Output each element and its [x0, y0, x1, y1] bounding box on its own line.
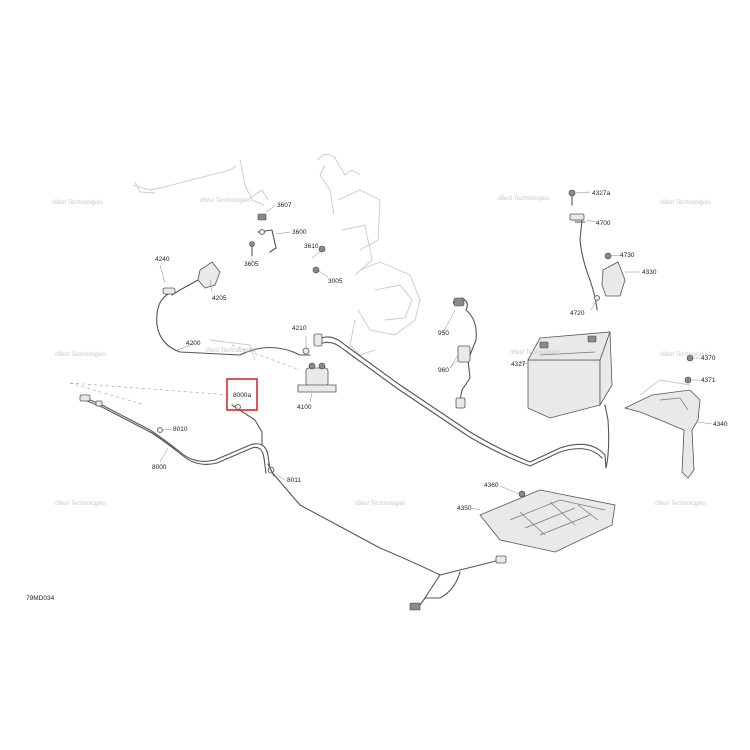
screw-4371 — [684, 376, 700, 384]
callout-4360: 4360 — [484, 482, 499, 489]
callout-4327a: 4327a — [592, 190, 610, 197]
callout-4330: 4330 — [642, 269, 657, 276]
callout-labels: 3607 3600 3610 3605 3005 4240 4205 4210 … — [26, 190, 728, 602]
watermark: rBest Technologies — [660, 352, 711, 358]
callout-3607: 3607 — [277, 202, 292, 209]
screw-3605 — [249, 241, 255, 257]
callout-4720: 4720 — [570, 310, 585, 317]
clip-8011 — [267, 463, 275, 477]
callout-8000: 8000 — [152, 464, 167, 471]
watermark: rBest Technologies — [655, 501, 706, 507]
callout-4205: 4205 — [212, 295, 227, 302]
watermark: rBest Technologies — [498, 196, 549, 202]
cover-4330 — [601, 261, 640, 297]
watermark: rBest Technologies — [660, 200, 711, 206]
callout-4370: 4370 — [701, 355, 716, 362]
callout-8000a: 8000a — [233, 392, 251, 399]
watermarks: rBest Technologies rBest Technologies rB… — [52, 196, 711, 507]
leader-lines — [159, 251, 459, 481]
callout-4240: 4240 — [155, 256, 170, 263]
callout-4350: 4350 — [457, 505, 472, 512]
callout-4200: 4200 — [186, 340, 201, 347]
sensor-harness-950 — [453, 297, 477, 409]
callout-950: 950 — [438, 330, 449, 337]
callout-4340: 4340 — [713, 421, 728, 428]
watermark: rBest Technologies — [52, 200, 103, 206]
battery-cable — [313, 333, 610, 469]
watermark: rBest Technologies — [205, 348, 256, 354]
battery-4327 — [518, 331, 613, 419]
cable-4200 — [156, 287, 311, 356]
screw-4370 — [686, 354, 700, 362]
callout-4371: 4371 — [701, 377, 716, 384]
nut-4730 — [604, 252, 621, 260]
tray-4350 — [471, 489, 616, 553]
drawing-code: 79MD034 — [26, 595, 55, 602]
callout-4700: 4700 — [596, 220, 611, 227]
assembly-guide-lines — [69, 344, 301, 406]
nut-3610 — [318, 245, 326, 253]
watermark: rBest Technologies — [55, 352, 106, 358]
nut-3005 — [312, 266, 329, 278]
callout-8010: 8010 — [173, 426, 188, 433]
terminal-4210 — [302, 336, 310, 355]
callout-8011: 8011 — [287, 477, 301, 484]
callout-960: 960 — [438, 367, 449, 374]
cable-4700 — [569, 213, 598, 311]
ghost-frame — [132, 154, 691, 396]
callout-3600: 3600 — [292, 229, 307, 236]
clip-8010 — [157, 427, 173, 433]
harness-8000 — [79, 394, 507, 611]
callout-3005: 3005 — [328, 278, 343, 285]
strap-4720 — [590, 295, 600, 311]
watermark: rBest Technologies — [355, 501, 406, 507]
watermark: rBest Technologies — [200, 198, 251, 204]
clip-8000a — [235, 404, 241, 410]
solenoid-4100 — [297, 362, 337, 403]
bolt-4360 — [499, 485, 526, 498]
fastener-3607 — [257, 204, 277, 221]
callout-4210: 4210 — [292, 325, 307, 332]
callout-4100: 4100 — [297, 404, 312, 411]
bolt-4327a — [568, 189, 591, 206]
callout-3610: 3610 — [304, 243, 319, 250]
watermark: rBest Technologies — [55, 501, 106, 507]
boot-4205 — [179, 261, 221, 291]
callout-3605: 3605 — [244, 261, 259, 268]
highlight-box[interactable] — [226, 378, 258, 411]
bracket-3600 — [257, 229, 291, 253]
connector-960 — [449, 345, 471, 369]
callout-4327: 4327 — [511, 361, 526, 368]
watermark: rBest Technologies — [510, 350, 561, 356]
callout-4730: 4730 — [620, 252, 635, 259]
bracket-4340 — [623, 389, 713, 479]
